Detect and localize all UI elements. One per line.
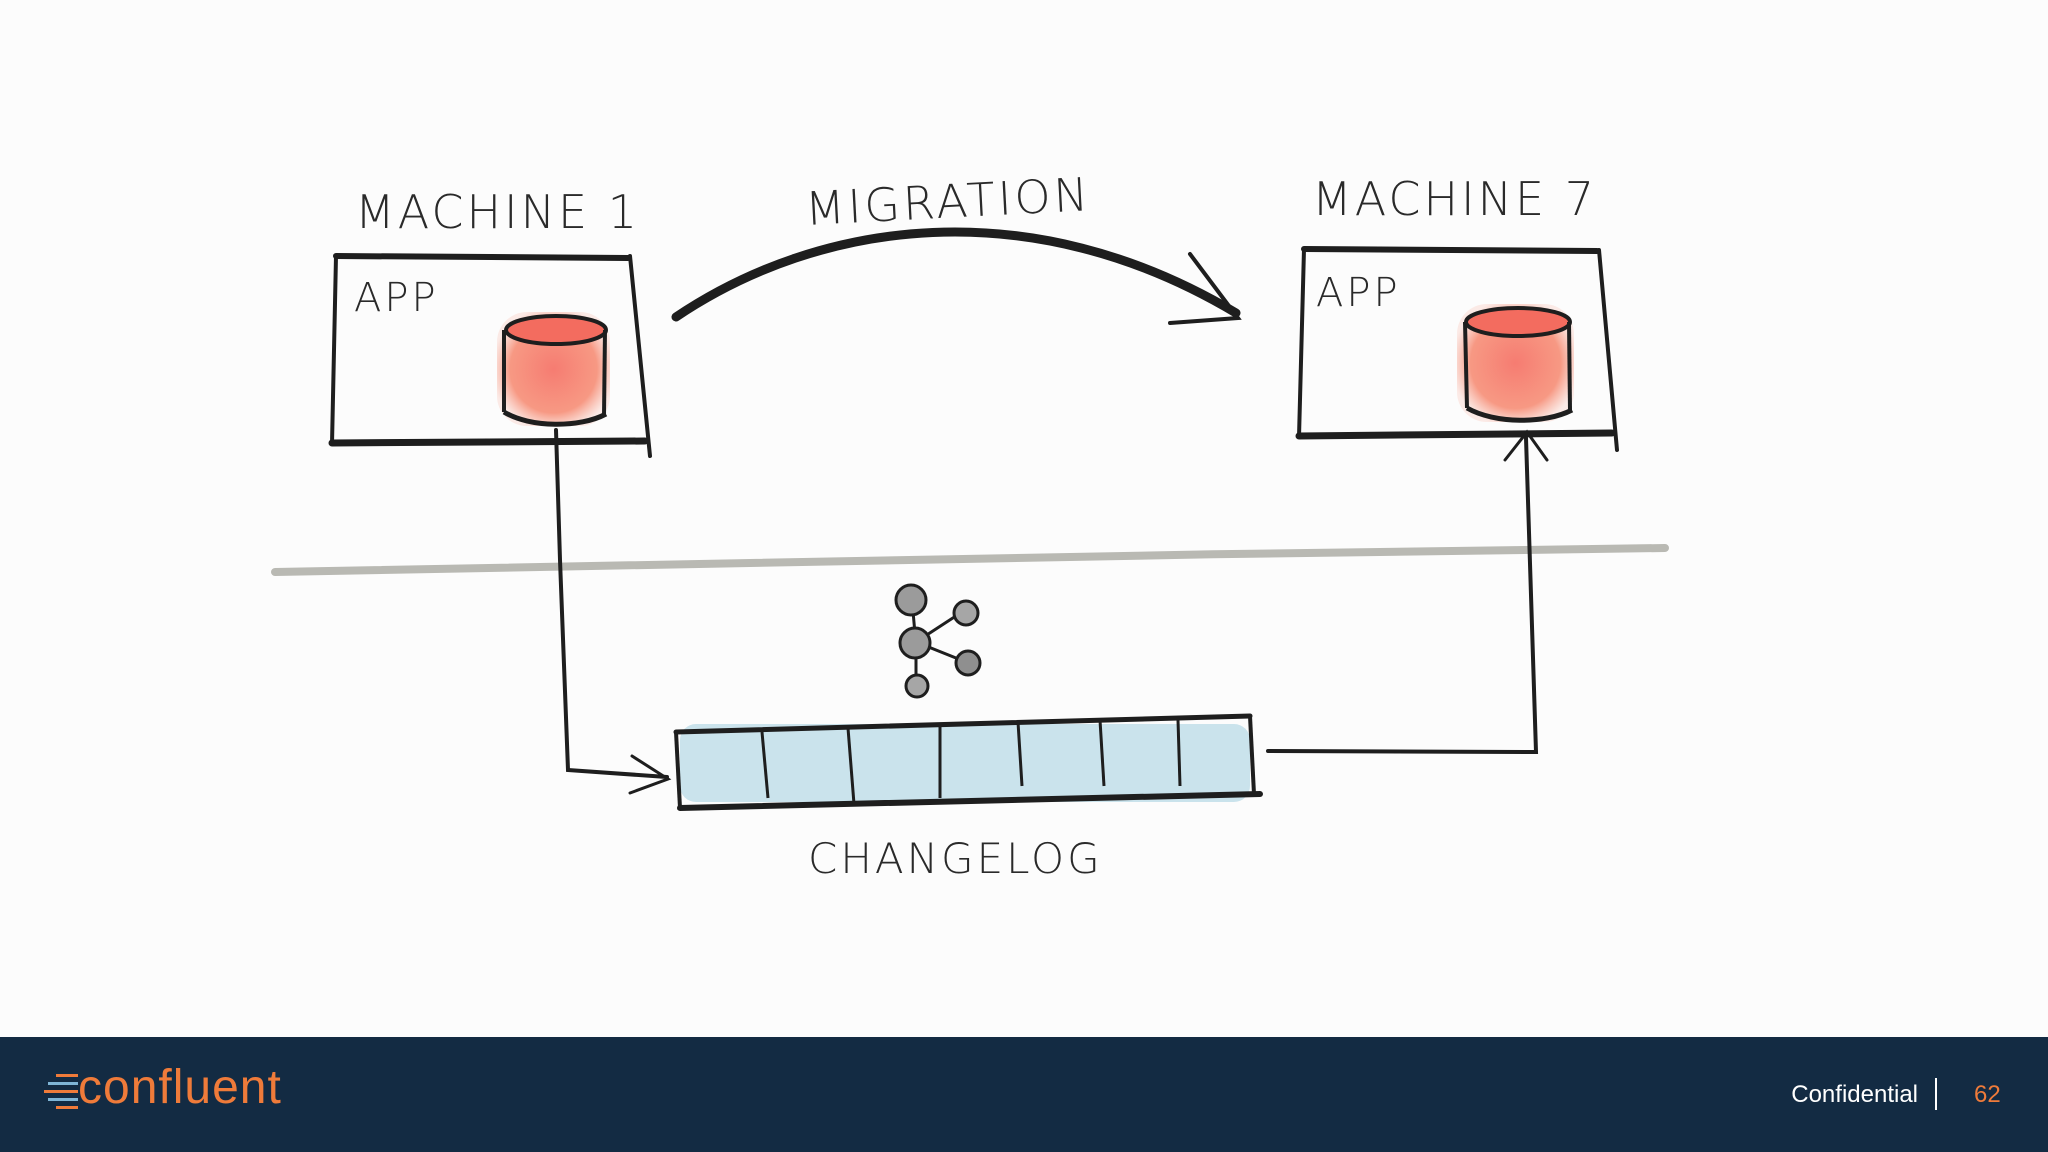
- state-store-left-icon: [497, 312, 610, 426]
- changelog-label: CHANGELOG: [808, 834, 1103, 883]
- kafka-icon: [896, 585, 980, 697]
- app-right-label: APP: [1316, 270, 1401, 316]
- confidential-label: Confidential: [1791, 1081, 1918, 1109]
- page-number: 62: [1974, 1081, 2001, 1109]
- state-store-right-icon: [1457, 304, 1574, 422]
- slide-canvas: MACHINE 1 APP MIGRATION MACHINE 7: [0, 0, 2048, 1037]
- changelog-topic: [676, 716, 1260, 808]
- app-left-label: APP: [354, 275, 439, 321]
- migration-arrow: [676, 232, 1236, 317]
- restore-path-line: [1268, 438, 1536, 752]
- migration-diagram: MACHINE 1 APP MIGRATION MACHINE 7: [0, 0, 2048, 1037]
- network-separator-line: [275, 548, 1665, 572]
- machine-left-label: MACHINE 1: [355, 185, 640, 239]
- machine-right-label: MACHINE 7: [1312, 172, 1597, 226]
- brand-wordmark: confluent: [78, 1060, 282, 1115]
- write-path-line: [556, 430, 667, 777]
- footer-bar: [0, 1037, 2048, 1152]
- migration-label: MIGRATION: [804, 167, 1093, 236]
- footer-divider: [1935, 1078, 1937, 1110]
